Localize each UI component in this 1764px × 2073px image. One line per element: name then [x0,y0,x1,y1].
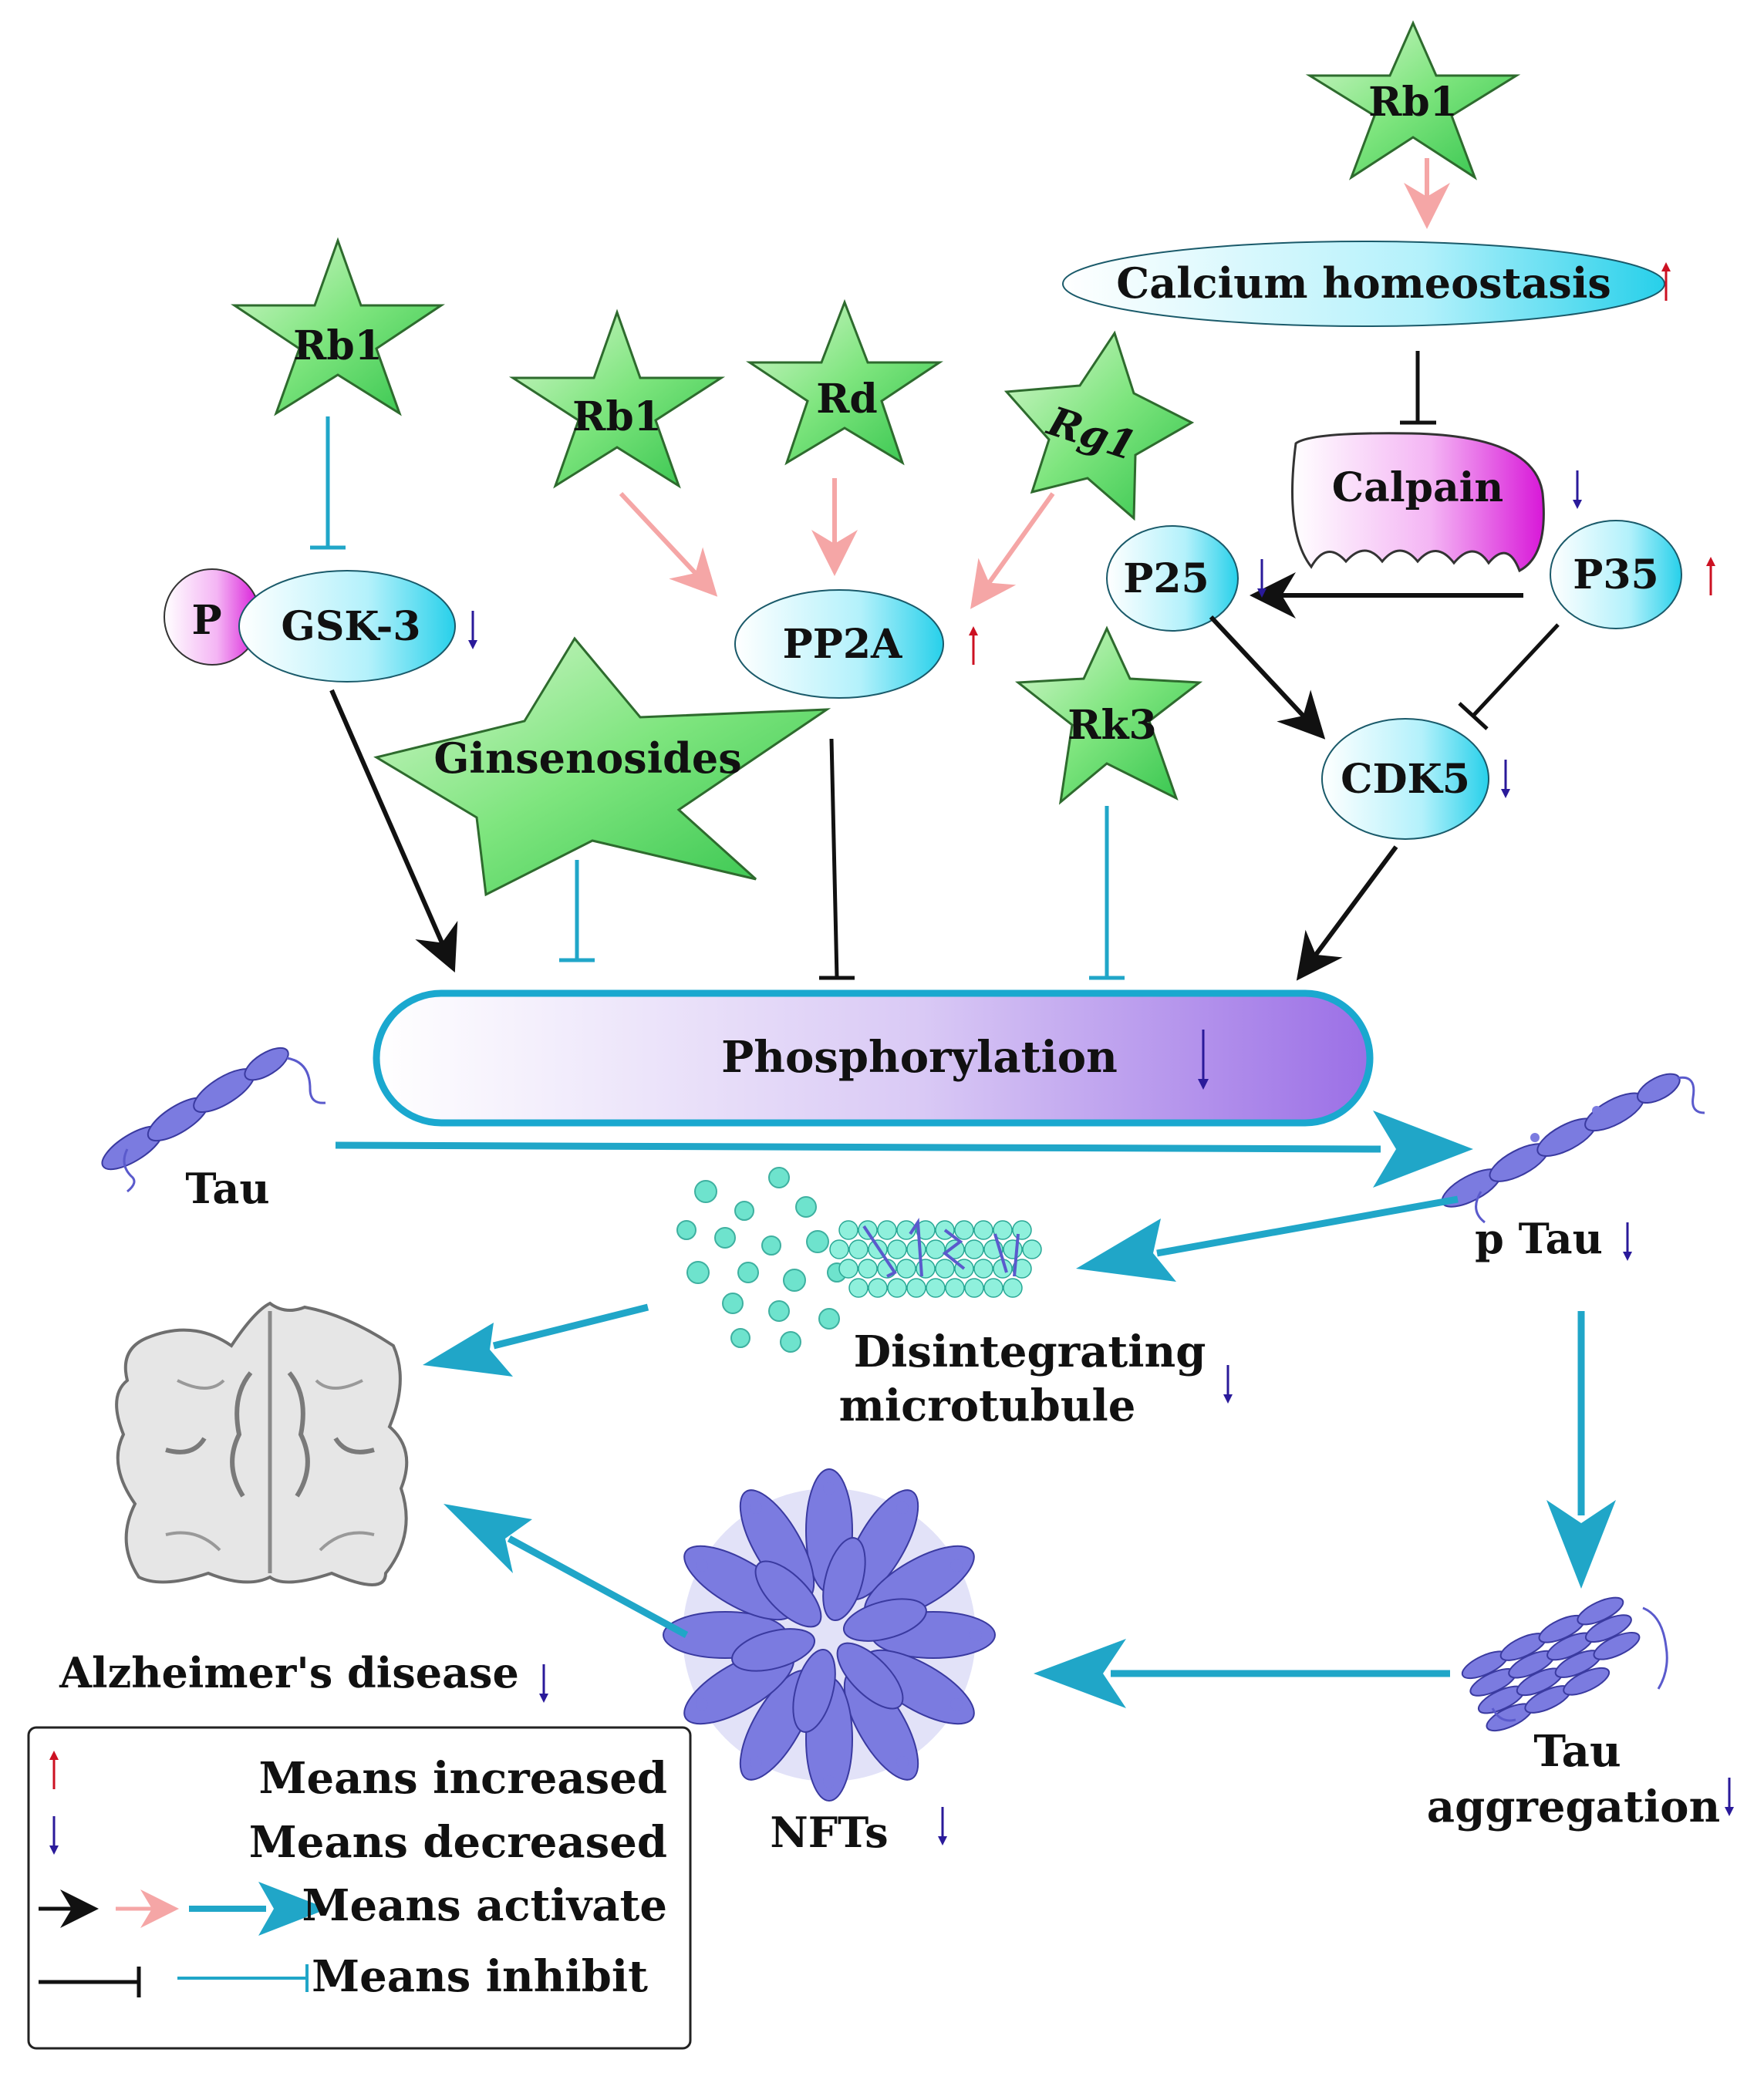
alzheimers-label: Alzheimer's disease [59,1648,519,1697]
down-arrow-icon [1501,760,1510,798]
star-rb1-top: Rb1 [1305,20,1521,180]
star-rb1-mid: Rb1 [508,308,726,489]
star-rb1-top-label: Rb1 [1368,79,1458,126]
inhibit-rk3-phospho [1089,806,1125,980]
legend-activate-label: Means activate [302,1880,667,1931]
tau-aggregation-label-line2: aggregation [1427,1781,1720,1832]
p35-label: P35 [1573,551,1658,598]
star-ginsenosides-label: Ginsenosides [433,733,741,783]
arrow-rb1-pp2a [619,491,718,597]
legend-inhibit-lines [39,1964,309,1997]
down-arrow-icon [1573,470,1582,509]
up-arrow-icon [969,626,978,665]
phosphorylation-bar: Phosphorylation [373,989,1374,1127]
star-rb1-left-label: Rb1 [293,322,383,369]
microtubule-label-line1: Disintegrating [854,1326,1206,1377]
star-rb1-mid-label: Rb1 [572,393,662,440]
pp2a-label: PP2A [783,621,902,668]
gsk3-label: GSK-3 [281,603,420,650]
down-arrow-icon [1623,1222,1632,1261]
legend-decreased-label: Means decreased [249,1817,667,1868]
pp2a-node: PP2A [734,589,944,699]
star-rk3: Rk3 [1014,625,1203,805]
arrow-p25-cdk5 [1209,615,1326,740]
calpain-label: Calpain [1332,464,1503,511]
tau-aggregation-label-line1: Tau [1533,1726,1621,1777]
arrow-gsk3-phospho [329,689,458,972]
up-arrow-icon [1706,557,1715,595]
microtubule-icon [676,1167,1042,1353]
arrow-ptau-microtubule [1076,1195,1459,1282]
regulation-arrows [310,158,1560,981]
down-arrow-icon [1257,559,1267,598]
phosphorylation-label: Phosphorylation [721,1032,1118,1083]
arrow-cdk5-phospho [1296,845,1398,981]
down-arrow-icon [468,611,477,649]
down-arrow-icon [1198,1030,1209,1090]
down-arrow-icon [1223,1365,1233,1404]
tau-aggregation-icon [1461,1596,1668,1732]
arrow-microtubule-brain [423,1303,649,1377]
down-arrow-icon [1725,1778,1734,1816]
arrow-nfts-brain [444,1504,689,1638]
p25-node: P25 [1106,525,1239,632]
inhibit-rb1-gsk3 [310,416,346,550]
tau-protein-icon [101,1047,326,1193]
calcium-homeostasis-node: Calcium homeostasis [1062,241,1665,327]
legend-activate-arrows [39,1882,328,1936]
legend-inhibit-label: Means inhibit [312,1951,648,2002]
arrow-aggregation-nfts [1034,1639,1450,1708]
legend-increased-label: Means increased [259,1753,667,1804]
inhibit-pp2a-phospho [819,738,855,980]
calpain-node: Calpain [1291,432,1545,573]
star-rb1-left: Rb1 [231,237,445,416]
star-ginsenosides: Ginsenosides [373,636,831,897]
star-rd: Rd [746,298,943,466]
cdk5-node: CDK5 [1321,718,1489,840]
cdk5-label: CDK5 [1341,756,1470,803]
phospho-badge-label: P [191,597,221,644]
gsk3-node: P GSK-3 [164,568,456,683]
down-arrow-icon [539,1664,548,1703]
nft-tangle-icon [663,1468,996,1802]
legend-frame [27,1726,692,2050]
nfts-label: NFTs [770,1808,888,1857]
tau-label: Tau [185,1164,269,1213]
brain-slice-icon [115,1301,409,1586]
inhibit-ginsenosides-phospho [559,860,595,962]
ptau-label: p Tau [1475,1214,1603,1263]
arrow-tau-ptau [335,1111,1473,1188]
star-rd-label: Rd [816,376,878,423]
star-rk3-label: Rk3 [1068,702,1156,749]
p35-node: P35 [1550,520,1682,629]
ptau-protein-icon [1441,1073,1705,1224]
arrow-ptau-aggregation [1546,1311,1616,1589]
inhibit-calcium-calpain [1400,351,1436,425]
down-arrow-icon [938,1807,947,1845]
up-arrow-icon [1661,262,1671,301]
microtubule-label-line2: microtubule [839,1380,1136,1431]
legend-down-arrow-icon [49,1816,59,1855]
legend-up-arrow-icon [49,1751,59,1789]
change-indicators [468,262,1734,1845]
legend: Means increased Means decreased Means ac… [27,1726,692,2050]
arrow-rg1-pp2a [970,492,1055,609]
star-rg1: Rg1 [1003,330,1195,521]
calcium-homeostasis-label: Calcium homeostasis [1116,258,1611,308]
inhibit-p35-cdk5 [1458,623,1560,730]
p25-label: P25 [1123,555,1209,602]
